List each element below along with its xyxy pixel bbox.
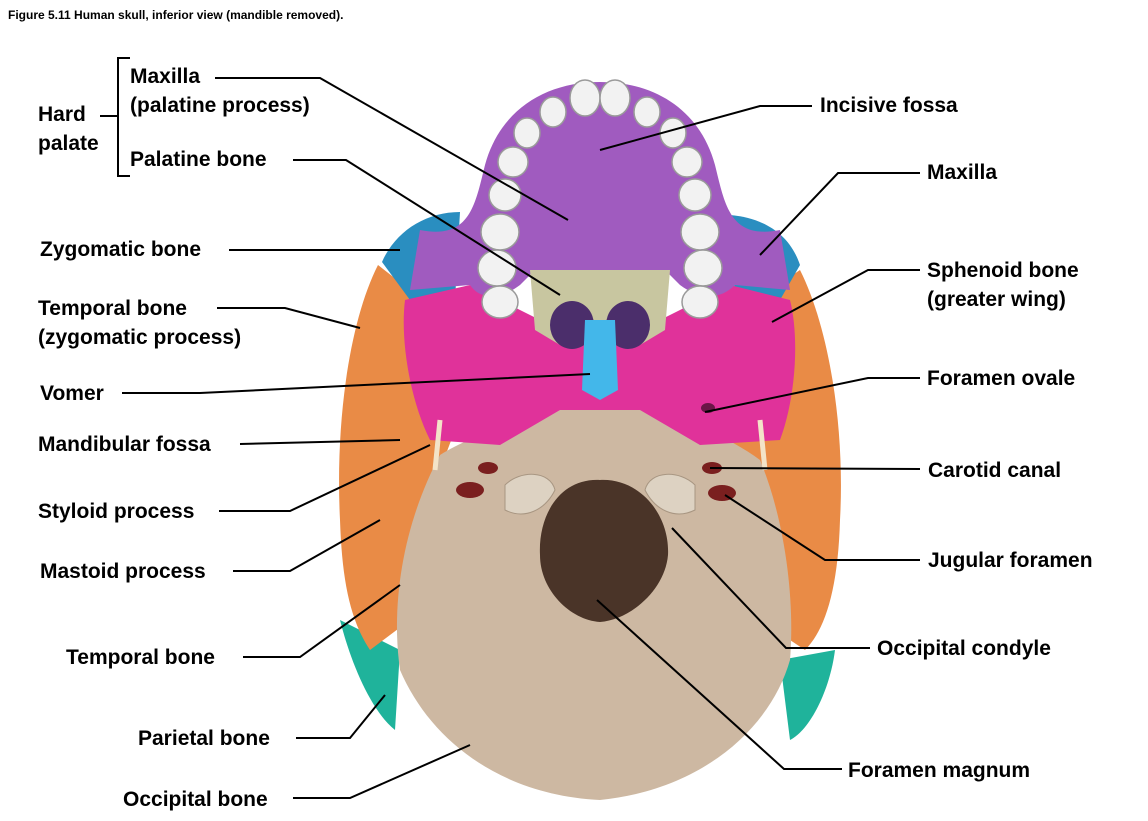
leader-foramen-ovale (704, 377, 920, 413)
temporal-bone-left-region (339, 265, 455, 650)
label-jugular-foramen: Jugular foramen (928, 549, 1093, 572)
leader-parietal-bone (296, 694, 386, 739)
label-maxilla-palatine-line1: Maxilla (130, 65, 201, 88)
tooth-molar-right-2 (683, 249, 723, 287)
label-styloid-process: Styloid process (38, 500, 195, 523)
tooth-molar-left-1 (480, 213, 520, 251)
label-maxilla-palatine-process: Maxilla (palatine process) (130, 62, 310, 120)
leader-mastoid-process (233, 519, 381, 572)
label-incisive-fossa: Incisive fossa (820, 94, 958, 117)
label-occipital-condyle: Occipital condyle (877, 637, 1051, 660)
label-parietal-bone: Parietal bone (138, 727, 270, 750)
occipital-condyle-right (644, 473, 696, 515)
tooth-premolar-left-1 (497, 146, 529, 178)
choana-left (550, 301, 594, 349)
label-vomer: Vomer (40, 382, 104, 405)
styloid-process-right (757, 419, 768, 471)
label-mandibular-fossa: Mandibular fossa (38, 433, 211, 456)
tooth-molar-left-3 (481, 285, 519, 319)
label-maxilla-palatine-line2: (palatine process) (130, 94, 310, 117)
leader-styloid-process (219, 444, 431, 512)
choana-right (606, 301, 650, 349)
label-mastoid-process: Mastoid process (40, 560, 206, 583)
label-foramen-magnum: Foramen magnum (848, 759, 1031, 782)
leader-mandibular-fossa (239, 439, 401, 445)
tooth-premolar-left-2 (488, 178, 522, 212)
tooth-incisor-left-lateral (539, 96, 567, 128)
occipital-condyle-left (504, 473, 556, 515)
label-carotid-canal: Carotid canal (928, 459, 1062, 482)
leader-vomer (122, 373, 591, 394)
leader-jugular-foramen (724, 494, 920, 561)
tooth-incisor-right-lateral (633, 96, 661, 128)
label-palatine-bone: Palatine bone (130, 148, 267, 171)
styloid-process-left (432, 419, 443, 471)
leader-carotid-canal (709, 467, 921, 470)
label-temporal-bone: Temporal bone (66, 646, 215, 669)
leader-temporal-bone-zygomatic-process (217, 307, 361, 329)
label-occipital-bone: Occipital bone (123, 788, 268, 811)
tooth-premolar-right-1 (671, 146, 703, 178)
leader-maxilla-palatine-process (215, 77, 569, 221)
hard-palate-bracket (100, 57, 130, 177)
label-hard-palate-line2: palate (38, 132, 99, 155)
label-temporal-zygomatic-line1: Temporal bone (38, 297, 187, 320)
label-zygomatic-bone: Zygomatic bone (40, 238, 202, 261)
carotid-canal-left (478, 462, 498, 474)
teeth-arch (477, 79, 723, 319)
label-maxilla: Maxilla (927, 161, 998, 184)
leader-maxilla (759, 172, 920, 256)
parietal-bone-right-region (780, 650, 835, 740)
leader-palatine-bone (293, 159, 561, 296)
leader-occipital-bone (293, 744, 471, 799)
label-sphenoid-bone-greater-wing: Sphenoid bone (greater wing) (927, 256, 1079, 314)
label-hard-palate: Hard palate (38, 100, 99, 158)
leader-temporal-bone (243, 584, 401, 658)
label-hard-palate-line1: Hard (38, 103, 86, 126)
label-sphenoid-line2: (greater wing) (927, 288, 1066, 311)
tooth-molar-right-1 (680, 213, 720, 251)
leader-incisive-fossa (599, 105, 812, 151)
parietal-bone-left-region (340, 620, 400, 730)
vomer-region (582, 320, 618, 400)
leader-occipital-condyle (671, 527, 870, 649)
figure-title: Figure 5.11 Human skull, inferior view (… (8, 8, 344, 22)
tooth-incisor-right-central (599, 79, 631, 117)
label-sphenoid-line1: Sphenoid bone (927, 259, 1079, 282)
tooth-canine-left (513, 117, 541, 149)
label-temporal-bone-zygomatic-process: Temporal bone (zygomatic process) (38, 294, 241, 352)
label-temporal-zygomatic-line2: (zygomatic process) (38, 326, 242, 349)
tooth-incisor-left-central (569, 79, 601, 117)
leader-foramen-magnum (596, 599, 842, 770)
tooth-molar-right-3 (681, 285, 719, 319)
tooth-premolar-right-2 (678, 178, 712, 212)
leader-sphenoid-bone-greater-wing (771, 269, 920, 323)
label-foramen-ovale: Foramen ovale (927, 367, 1076, 390)
jugular-foramen-left (456, 482, 484, 498)
foramen-magnum-region (539, 479, 669, 622)
